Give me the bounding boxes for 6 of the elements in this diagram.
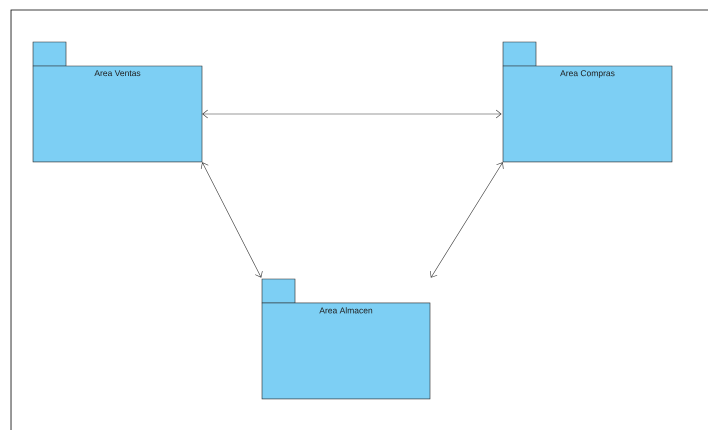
arrow <box>202 110 502 118</box>
package-box: Area Almacen <box>262 278 430 400</box>
package-box: Area Compras <box>502 42 672 162</box>
arrow <box>200 162 263 278</box>
arrow <box>430 162 504 278</box>
package-box: Area Ventas <box>32 42 202 162</box>
